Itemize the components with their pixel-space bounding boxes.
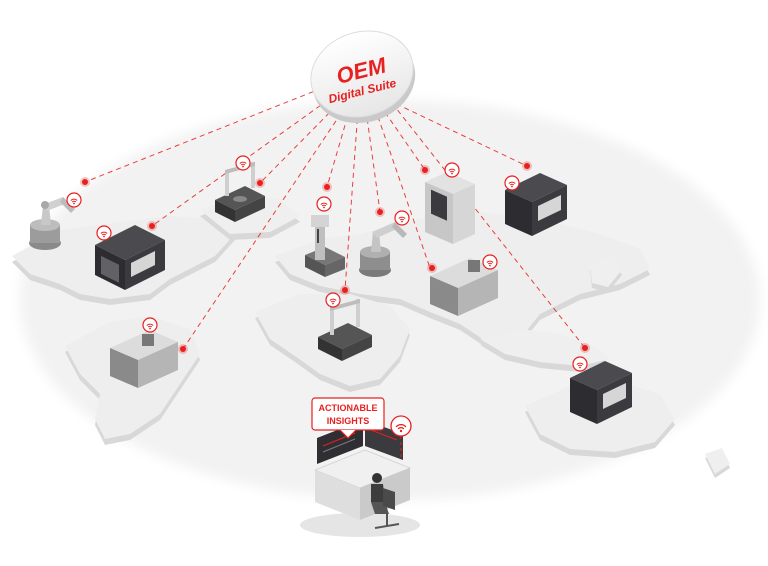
wifi-signal-icon <box>482 254 498 270</box>
oem-digital-suite-hub: OEM Digital Suite <box>310 30 416 124</box>
office-chair <box>383 488 395 510</box>
robot-arm-machine <box>29 197 75 250</box>
measuring-machine <box>318 299 372 361</box>
insights-line-2: INSIGHTS <box>327 416 370 426</box>
actionable-insights-badge: ACTIONABLE INSIGHTS <box>311 397 385 439</box>
wifi-signal-icon <box>235 155 251 171</box>
status-dot <box>427 263 437 273</box>
status-dot <box>147 221 157 231</box>
wifi-signal-icon <box>66 192 82 208</box>
status-dot <box>178 344 188 354</box>
broadcast-signal-icon <box>390 415 412 460</box>
status-dot <box>522 161 532 171</box>
wifi-signal-icon <box>142 317 158 333</box>
insights-line-1: ACTIONABLE <box>319 403 378 413</box>
robot-arm-machine <box>359 222 407 277</box>
cnc-machine <box>95 225 165 290</box>
vertical-mill-machine <box>425 172 475 244</box>
wifi-signal-icon <box>572 356 588 372</box>
status-dot <box>420 165 430 175</box>
status-dot <box>255 178 265 188</box>
landmass-japan <box>590 255 622 292</box>
status-dot <box>80 177 90 187</box>
status-dot <box>580 343 590 353</box>
wifi-signal-icon <box>316 196 332 212</box>
control-station <box>300 420 420 537</box>
cnc-machine <box>505 173 567 236</box>
landmass-new-zealand <box>705 448 730 478</box>
wifi-signal-icon <box>96 225 112 241</box>
status-dot <box>375 207 385 217</box>
lathe-machine <box>430 258 498 316</box>
wifi-signal-icon <box>325 292 341 308</box>
cnc-machine <box>570 361 632 424</box>
wifi-signal-icon <box>394 210 410 226</box>
wifi-signal-icon <box>444 162 460 178</box>
status-dot <box>322 182 332 192</box>
lathe-machine <box>110 330 178 388</box>
wifi-signal-icon <box>504 175 520 191</box>
analyst-person <box>372 473 382 483</box>
status-dot <box>340 285 350 295</box>
drill-press-machine <box>305 215 345 277</box>
